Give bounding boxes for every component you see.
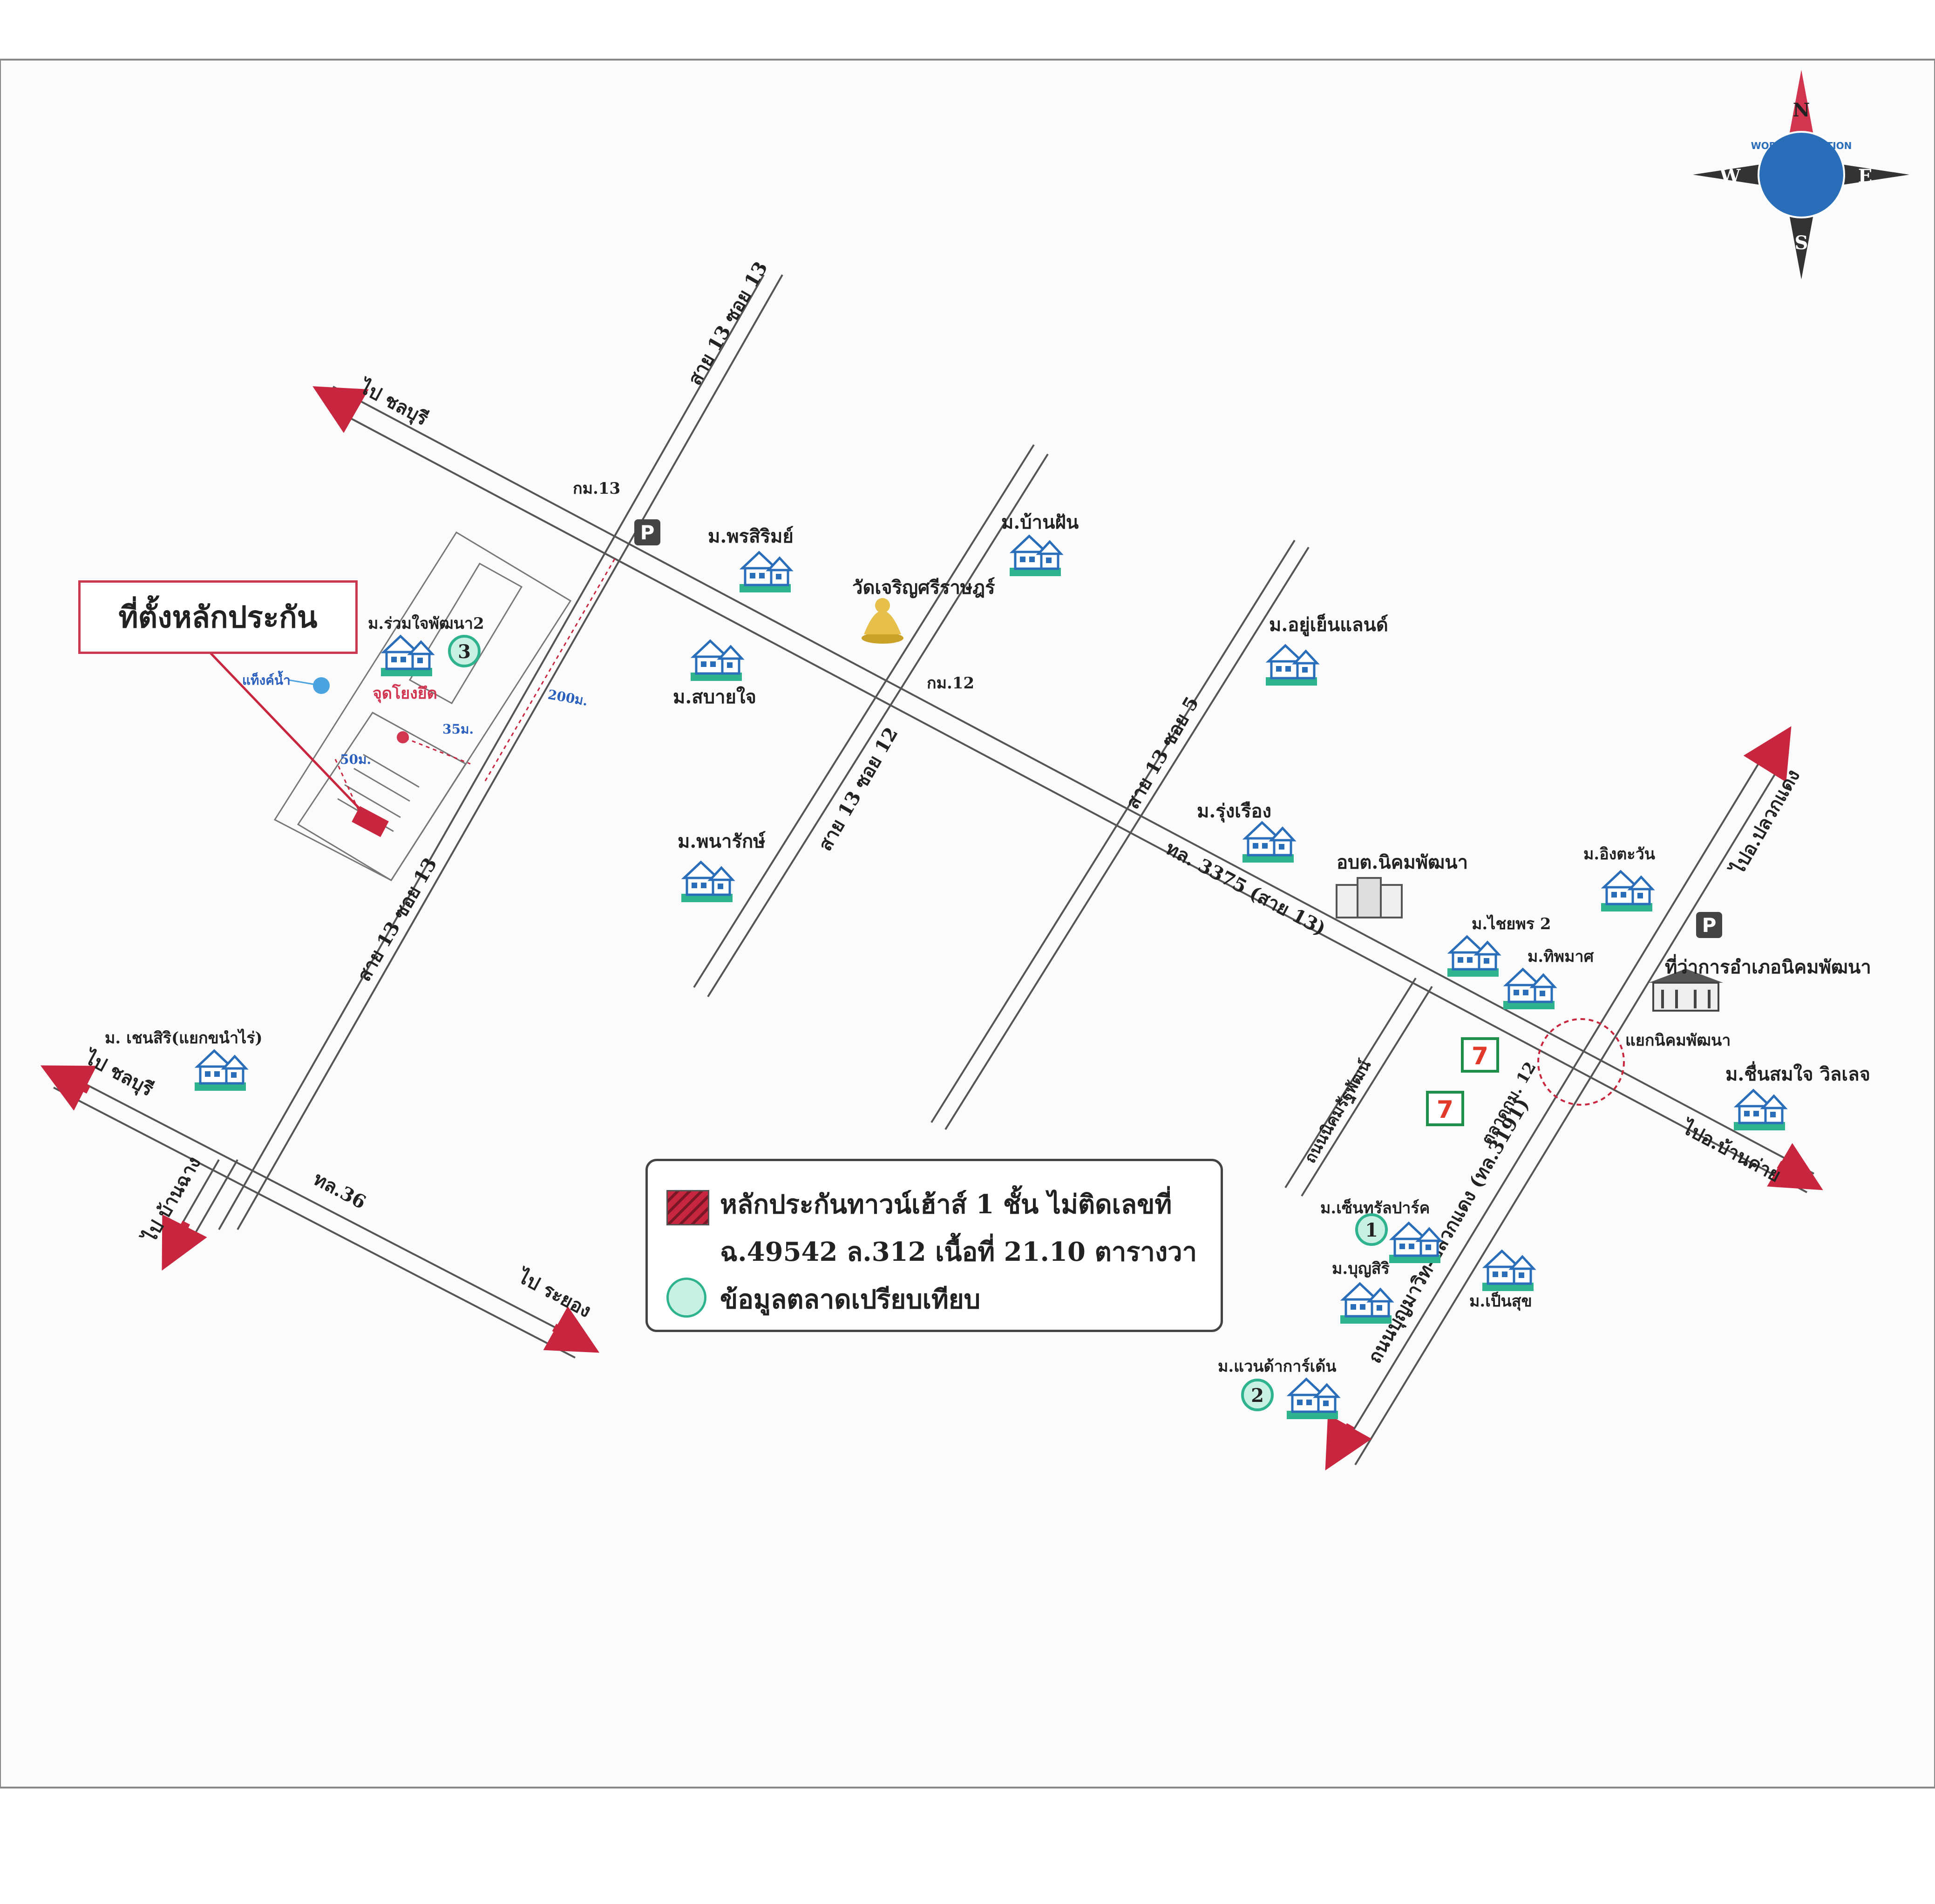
district-office-label: ที่ว่าการอำเภอนิคมพัฒนา	[1665, 954, 1871, 978]
road-main-3375	[326, 386, 1814, 1193]
parking-icon-2	[1696, 912, 1722, 938]
parking-label-2: P	[1702, 914, 1717, 937]
junction-circle	[1537, 1018, 1625, 1106]
legend-market-label: ข้อมูลตลาดเปรียบเทียบ	[720, 1284, 981, 1315]
village-pensuk: ม.เป็นสุข	[1469, 1251, 1534, 1311]
comparable-2: 2	[1241, 1379, 1274, 1411]
village-boonsiri: ม.บุญสิริ	[1332, 1259, 1392, 1324]
district-office-icon	[1649, 969, 1723, 1012]
parking-icon-1	[634, 519, 660, 545]
seven-eleven-icon-1: 7	[1461, 1037, 1499, 1073]
village-rungruang: ม.รุ่งเรือง	[1197, 800, 1294, 863]
svg-text:7: 7	[1437, 1096, 1453, 1124]
collateral-marker	[352, 806, 389, 837]
svg-text:ม.บุญสิริ: ม.บุญสิริ	[1332, 1259, 1390, 1278]
direction-arrows	[40, 386, 1823, 1471]
compass-w: W	[1719, 165, 1741, 187]
svg-text:ม.แวนด้าการ์เด้น: ม.แวนด้าการ์เด้น	[1218, 1357, 1337, 1376]
site-plan	[209, 531, 616, 882]
legend-collateral-line2: ฉ.49542 ล.312 เนื้อที่ 21.10 ตารางวา	[720, 1237, 1197, 1267]
village-sabaijai: ม.สบายใจ	[673, 641, 756, 708]
svg-text:ม.ทิพมาศ: ม.ทิพมาศ	[1528, 947, 1594, 966]
svg-text:ม.รุ่งเรือง: ม.รุ่งเรือง	[1197, 800, 1271, 823]
svg-text:ม.อยู่เย็นแลนด์: ม.อยู่เย็นแลนด์	[1269, 613, 1388, 636]
comparable-3: 3	[448, 635, 481, 667]
road-3191	[1336, 744, 1789, 1466]
compass-e: E	[1858, 165, 1873, 187]
collateral-pointer	[209, 651, 369, 818]
legend-collateral-swatch	[666, 1190, 709, 1225]
svg-text:ม.ร่วมใจพัฒนา2: ม.ร่วมใจพัฒนา2	[368, 614, 484, 633]
svg-text:1: 1	[1365, 1219, 1378, 1241]
km13-label: กม.13	[573, 479, 620, 498]
svg-text:ม.อิงตะวัน: ม.อิงตะวัน	[1583, 845, 1655, 864]
village-greengarden: ม.แวนด้าการ์เด้น	[1218, 1357, 1338, 1419]
svg-text:7: 7	[1472, 1042, 1488, 1070]
svg-text:ม.พนารักษ์: ม.พนารักษ์	[678, 830, 766, 852]
svg-text:ม.สบายใจ: ม.สบายใจ	[673, 686, 756, 708]
comparable-1: 1	[1355, 1213, 1388, 1246]
svg-text:ม.บ้านฝัน: ม.บ้านฝัน	[1001, 511, 1079, 533]
village-chensiri: ม. เชนสิริ(แยกขนำไร่)	[105, 1028, 263, 1091]
collateral-title: ที่ตั้งหลักประกัน	[118, 600, 318, 635]
temple-icon	[862, 598, 903, 644]
km12-label: กม.12	[927, 674, 974, 693]
legend-collateral-line1: หลักประกันทาวน์เฮ้าส์ 1 ชั้น ไม่ติดเลขที…	[720, 1189, 1172, 1220]
village-ruamjai: ม.ร่วมใจพัฒนา2	[368, 614, 484, 676]
road-tl36	[53, 1070, 583, 1359]
compass-n: N	[1793, 99, 1810, 121]
distance-35: 35ม.	[442, 721, 474, 737]
village-chuensomjai: ม.ชื่นสมใจ วิลเลจ	[1725, 1061, 1870, 1130]
abt-label: อบต.นิคมพัฒนา	[1337, 851, 1468, 873]
compass-brand: WORLD VALUATION	[1751, 140, 1852, 151]
distance-50: 50ม.	[340, 752, 371, 767]
road-soi12	[693, 444, 1049, 998]
svg-text:ม.เป็นสุข: ม.เป็นสุข	[1469, 1291, 1532, 1311]
svg-text:ม. เชนสิริ(แยกขนำไร่): ม. เชนสิริ(แยกขนำไร่)	[105, 1028, 263, 1047]
junction-label: แยกนิคมพัฒนา	[1625, 1031, 1731, 1050]
legend: หลักประกันทาวน์เฮ้าส์ 1 ชั้น ไม่ติดเลขที…	[645, 1159, 1223, 1332]
road-soi5	[930, 539, 1310, 1130]
collateral-title-box: ที่ตั้งหลักประกัน	[78, 580, 358, 654]
svg-text:2: 2	[1251, 1385, 1264, 1407]
village-chaiyaporn: ม.ไชยพร 2	[1447, 914, 1551, 977]
village-thipmas: ม.ทิพมาศ	[1503, 947, 1594, 1009]
parking-label-1: P	[640, 521, 655, 544]
compass-s: S	[1795, 232, 1808, 254]
village-yooyen: ม.อยู่เย็นแลนด์	[1266, 613, 1388, 686]
svg-text:3: 3	[458, 641, 471, 663]
village-banfan: ม.บ้านฝัน	[1001, 511, 1079, 576]
ref-point-label: จุดโยงยึด	[373, 684, 437, 703]
village-phanarak: ม.พนารักษ์	[678, 830, 766, 902]
legend-market-icon	[666, 1278, 706, 1318]
globe-icon	[1758, 132, 1844, 218]
water-tank-label: แท็งค์น้ำ	[242, 670, 291, 688]
svg-text:ม.ชื่นสมใจ วิลเลจ: ม.ชื่นสมใจ วิลเลจ	[1725, 1061, 1870, 1085]
village-ingtawan: ม.อิงตะวัน	[1583, 845, 1655, 911]
temple-label: วัดเจริญศรีราษฎร์	[852, 577, 995, 598]
svg-text:ม.ไชยพร 2: ม.ไชยพร 2	[1472, 914, 1551, 933]
ref-point-icon	[397, 731, 409, 743]
village-pornsirin: ม.พรสิริมย์	[708, 525, 794, 592]
seven-eleven-icon-2: 7	[1426, 1091, 1464, 1126]
svg-text:ม.พรสิริมย์: ม.พรสิริมย์	[708, 525, 794, 547]
road-soi13	[218, 274, 783, 1230]
map-frame	[0, 59, 1935, 1788]
road-nikom-rat	[1284, 977, 1433, 1197]
abt-building-icon	[1336, 877, 1403, 918]
compass-rose: N S W E WORLD VALUATION	[1693, 70, 1909, 279]
